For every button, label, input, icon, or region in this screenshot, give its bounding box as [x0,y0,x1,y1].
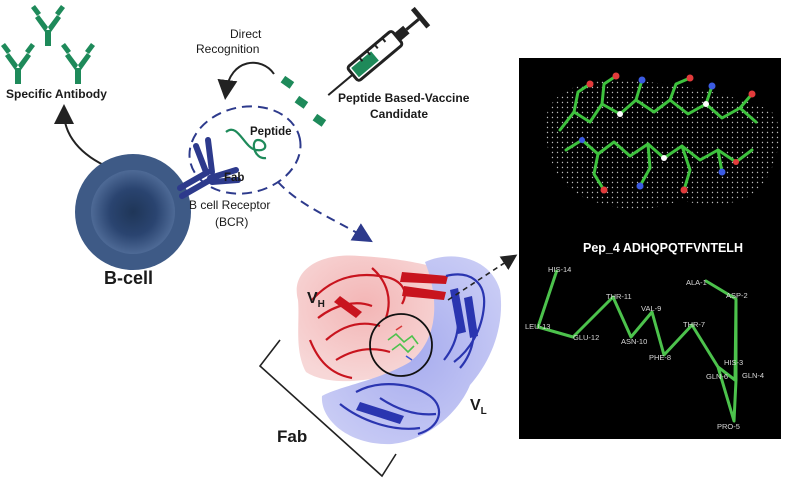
specific-antibody-label: Specific Antibody [6,87,107,101]
fab-bracket [258,339,397,478]
arrow-cell-to-antibody [54,104,111,169]
peptide-vaccine-line2: Candidate [370,107,428,121]
residue-label-asn-10: ASN-10 [621,337,647,346]
residue-label-gln-4: GLN-4 [742,371,764,380]
residue-label-thr-11: THR-11 [606,292,632,301]
residue-label-asp-2: ASP-2 [726,291,748,300]
residue-label-ala-1: ALA-1 [686,278,707,287]
vh-label: VH [307,290,325,310]
peptide-squiggle-icon [225,128,267,160]
arrow-direct-recognition [217,61,275,100]
antibody-icon-right [61,43,95,84]
antibody-icon-left [1,43,35,84]
residue-label-thr-7: THR-7 [683,320,705,329]
fab-structure-image [296,255,502,445]
peptide-label: Peptide [250,126,292,138]
peptide-vaccine-line1: Peptide Based-Vaccine [338,91,470,105]
bcr-receptor-icon [177,137,241,199]
syringe-icon [327,6,431,96]
bcr-label-line1: B cell Receptor [189,198,270,212]
residue-label-gln-6: GLN-6 [706,372,728,381]
residue-label-val-9: VAL-9 [641,304,661,313]
peptide-title: Pep_4 ADHQPQTFVNTELH [583,241,743,255]
antibody-icon-top [31,5,65,46]
bcr-label-line2: (BCR) [215,215,248,229]
arrow-to-structure [277,181,373,243]
residue-label-his-14: HIS-14 [548,265,571,274]
residue-label-phe-8: PHE-8 [649,353,671,362]
residue-label-his-3: HIS-3 [724,358,743,367]
direct-recognition-line2: Recognition [196,42,259,56]
fab-small-label: Fab [224,172,244,184]
direct-recognition-line1: Direct [230,27,262,41]
recognition-circle [188,105,302,195]
fab-large-label: Fab [277,427,307,446]
vl-label: VL [470,397,487,417]
arrow-to-panel [447,254,518,301]
peptide-backbone-trace [536,269,738,423]
residue-label-leu-13: LEU-13 [525,322,550,331]
peptide-fragments-icon [280,75,327,127]
residue-label-glu-12: GLU-12 [573,333,599,342]
residue-label-pro-5: PRO-5 [717,422,740,431]
peptide-3d-model-image [545,72,780,209]
b-cell-nucleus [91,170,175,254]
b-cell-label: B-cell [104,268,153,288]
